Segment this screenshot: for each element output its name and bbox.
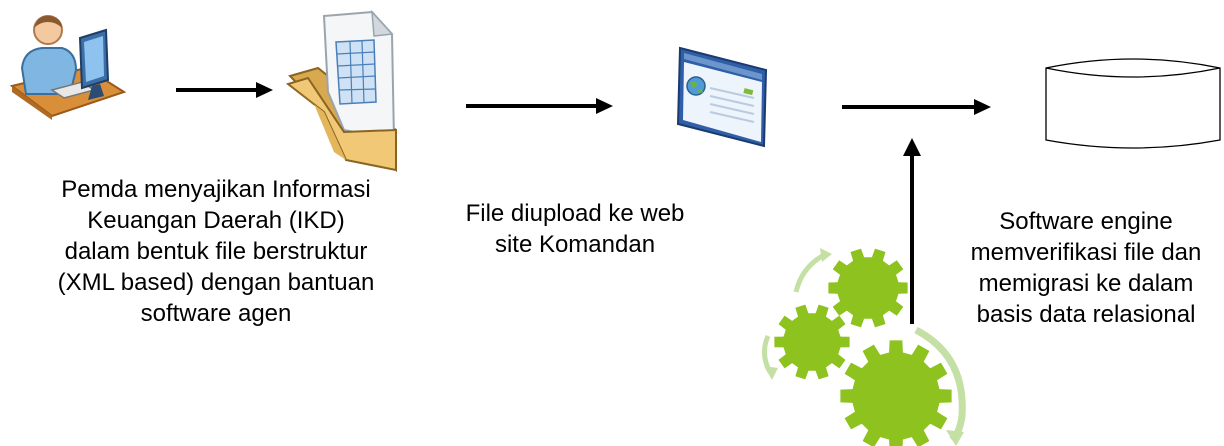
flow-arrow xyxy=(466,96,614,116)
flow-arrow xyxy=(842,97,992,117)
gear-small-top xyxy=(828,248,908,328)
caption-line: memverifikasi file dan xyxy=(970,239,1202,266)
caption-line: dalam bentuk file berstruktur xyxy=(64,238,368,265)
flow-arrow xyxy=(176,80,274,100)
caption-line: basis data relasional xyxy=(976,301,1196,328)
caption-line: (XML based) dengan bantuan xyxy=(57,269,375,296)
flow-arrow-up xyxy=(900,138,924,324)
user-at-computer-icon xyxy=(8,8,127,120)
gear-small-left xyxy=(774,304,850,380)
caption-line: Software engine xyxy=(999,208,1173,235)
caption-line: memigrasi ke dalam xyxy=(978,270,1194,297)
caption-line: software agen xyxy=(140,300,292,327)
step-3-caption: Software engine memverifikasi file dan m… xyxy=(948,206,1224,330)
caption-line: File diupload ke web xyxy=(465,200,685,227)
caption-line: Keuangan Daerah (IKD) xyxy=(87,207,345,234)
step-1-caption: Pemda menyajikan Informasi Keuangan Daer… xyxy=(30,174,402,329)
web-browser-window-icon xyxy=(674,44,772,148)
step-2-caption: File diupload ke web site Komandan xyxy=(420,198,730,260)
caption-line: Pemda menyajikan Informasi xyxy=(61,176,371,203)
document-folder-icon xyxy=(284,9,402,172)
database-cylinder-icon xyxy=(1040,56,1224,152)
gear-large xyxy=(840,340,952,446)
gears-icon xyxy=(756,246,976,446)
caption-line: site Komandan xyxy=(494,231,656,258)
